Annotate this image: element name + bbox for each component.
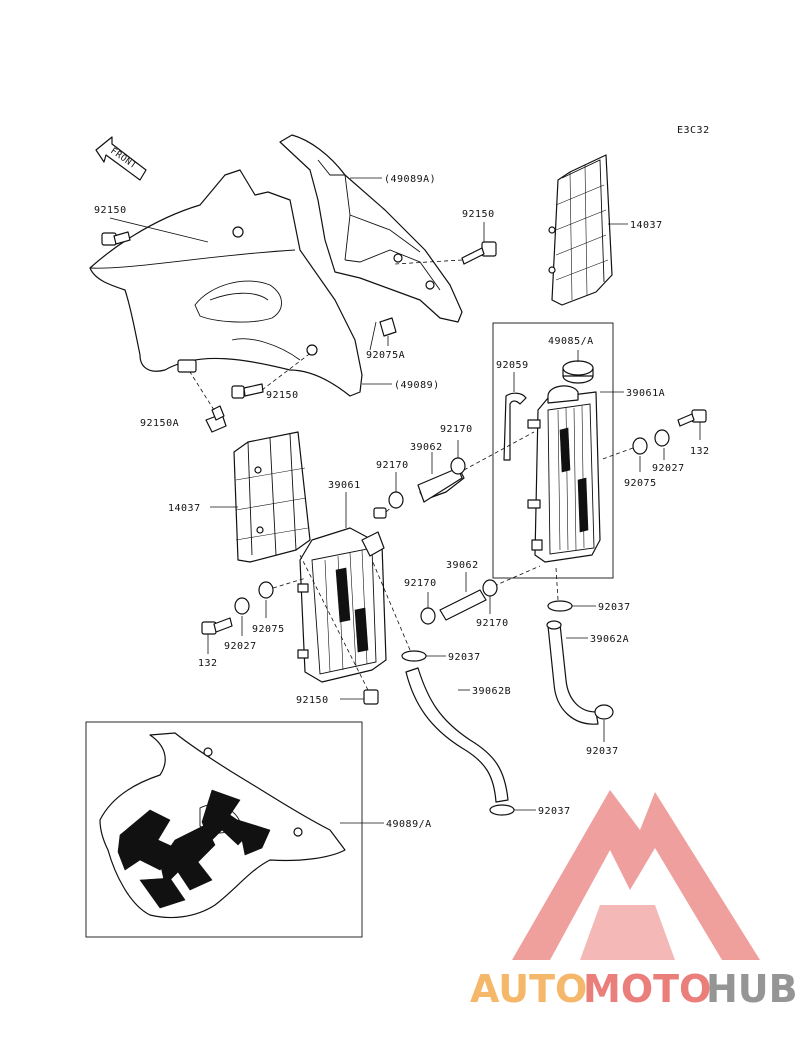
callout-shroud: (49089) (394, 380, 440, 391)
callout-hose-a: 39062A (590, 634, 629, 645)
watermark-logo: AUTO MOTO HUB (470, 790, 798, 1011)
callout-hose-lower: 39062 (446, 560, 479, 571)
screen-left (210, 431, 311, 563)
radiator-cap (562, 350, 594, 384)
callout-shroud-a: (49089A) (384, 174, 436, 185)
callout-washer-right: 92027 (652, 463, 685, 474)
bolt-top-left (101, 217, 209, 246)
clamp-lower-right (482, 579, 498, 614)
clamp-92037-right-top (547, 567, 596, 612)
diagram-code: E3C32 (677, 125, 710, 136)
radiator-left (297, 492, 387, 683)
callout-clamp-92037-bottom: 92037 (538, 806, 571, 817)
shroud-left (89, 169, 363, 397)
callout-hose-upper: 39062 (410, 442, 443, 453)
callout-clamp-92037-rb: 92037 (586, 746, 619, 757)
callout-bolt-132-left: 132 (198, 658, 218, 669)
watermark-moto: MOTO (583, 967, 711, 1011)
overflow-hose (503, 372, 527, 461)
bolt-mid (231, 351, 313, 399)
front-arrow-icon: FRONT (95, 136, 147, 181)
callout-clamp-upper-1: 92170 (440, 424, 473, 435)
callout-bolt-a: 92150A (140, 418, 179, 429)
clamp-upper-right (450, 440, 466, 475)
callout-collar-top: 92075A (366, 350, 405, 361)
callout-collar-left: 92075 (252, 624, 285, 635)
callout-clamp-92037-mid: 92037 (448, 652, 481, 663)
watermark-hub: HUB (706, 967, 798, 1011)
clamp-upper-left (388, 472, 404, 509)
hose-lower (439, 565, 541, 621)
callout-overflow-hose: 92059 (496, 360, 529, 371)
shroud-sticker-inset (85, 721, 384, 938)
bolt-bottom (299, 554, 379, 705)
callout-screen-right: 14037 (630, 220, 663, 231)
callout-radiator-right: 39061A (626, 388, 665, 399)
clamp-92037-right-bottom (594, 704, 614, 742)
callout-hose-b: 39062B (472, 686, 511, 697)
callout-clamp-lower-1: 92170 (404, 578, 437, 589)
hose-39062B (405, 667, 509, 803)
callout-bolt-top-right: 92150 (462, 209, 495, 220)
bolt-92150A (189, 371, 227, 433)
screen-right (548, 154, 628, 306)
callout-shroud-sticker: 49089/A (386, 819, 432, 830)
clamp-lower-left (420, 592, 436, 625)
callout-washer-left: 92027 (224, 641, 257, 652)
hose-39062A (546, 620, 599, 725)
callout-bolt-top-left: 92150 (94, 205, 127, 216)
callout-collar-right: 92075 (624, 478, 657, 489)
callout-bolt-mid: 92150 (266, 390, 299, 401)
callout-radiator-left: 39061 (328, 480, 361, 491)
watermark-triangle-icon (512, 790, 760, 960)
callout-clamp-92037-rt: 92037 (598, 602, 631, 613)
hose-upper (385, 431, 535, 513)
collar-right (599, 409, 707, 472)
callout-bolt-bottom: 92150 (296, 695, 329, 706)
callout-screen-left: 14037 (168, 503, 201, 514)
callout-clamp-upper-2: 92170 (376, 460, 409, 471)
callout-clamp-lower-2: 92170 (476, 618, 509, 629)
bolt-top-right (394, 222, 497, 265)
clamp-92037-mid (371, 559, 446, 662)
callout-cap: 49085/A (548, 336, 594, 347)
radiator-right (492, 322, 624, 579)
collar-92075A (379, 317, 397, 346)
shroud-right (279, 134, 463, 323)
clamp-92037-bottom (489, 804, 536, 816)
collar-left (201, 577, 307, 654)
watermark-auto: AUTO (470, 967, 587, 1011)
callout-bolt-132-right: 132 (690, 446, 710, 457)
